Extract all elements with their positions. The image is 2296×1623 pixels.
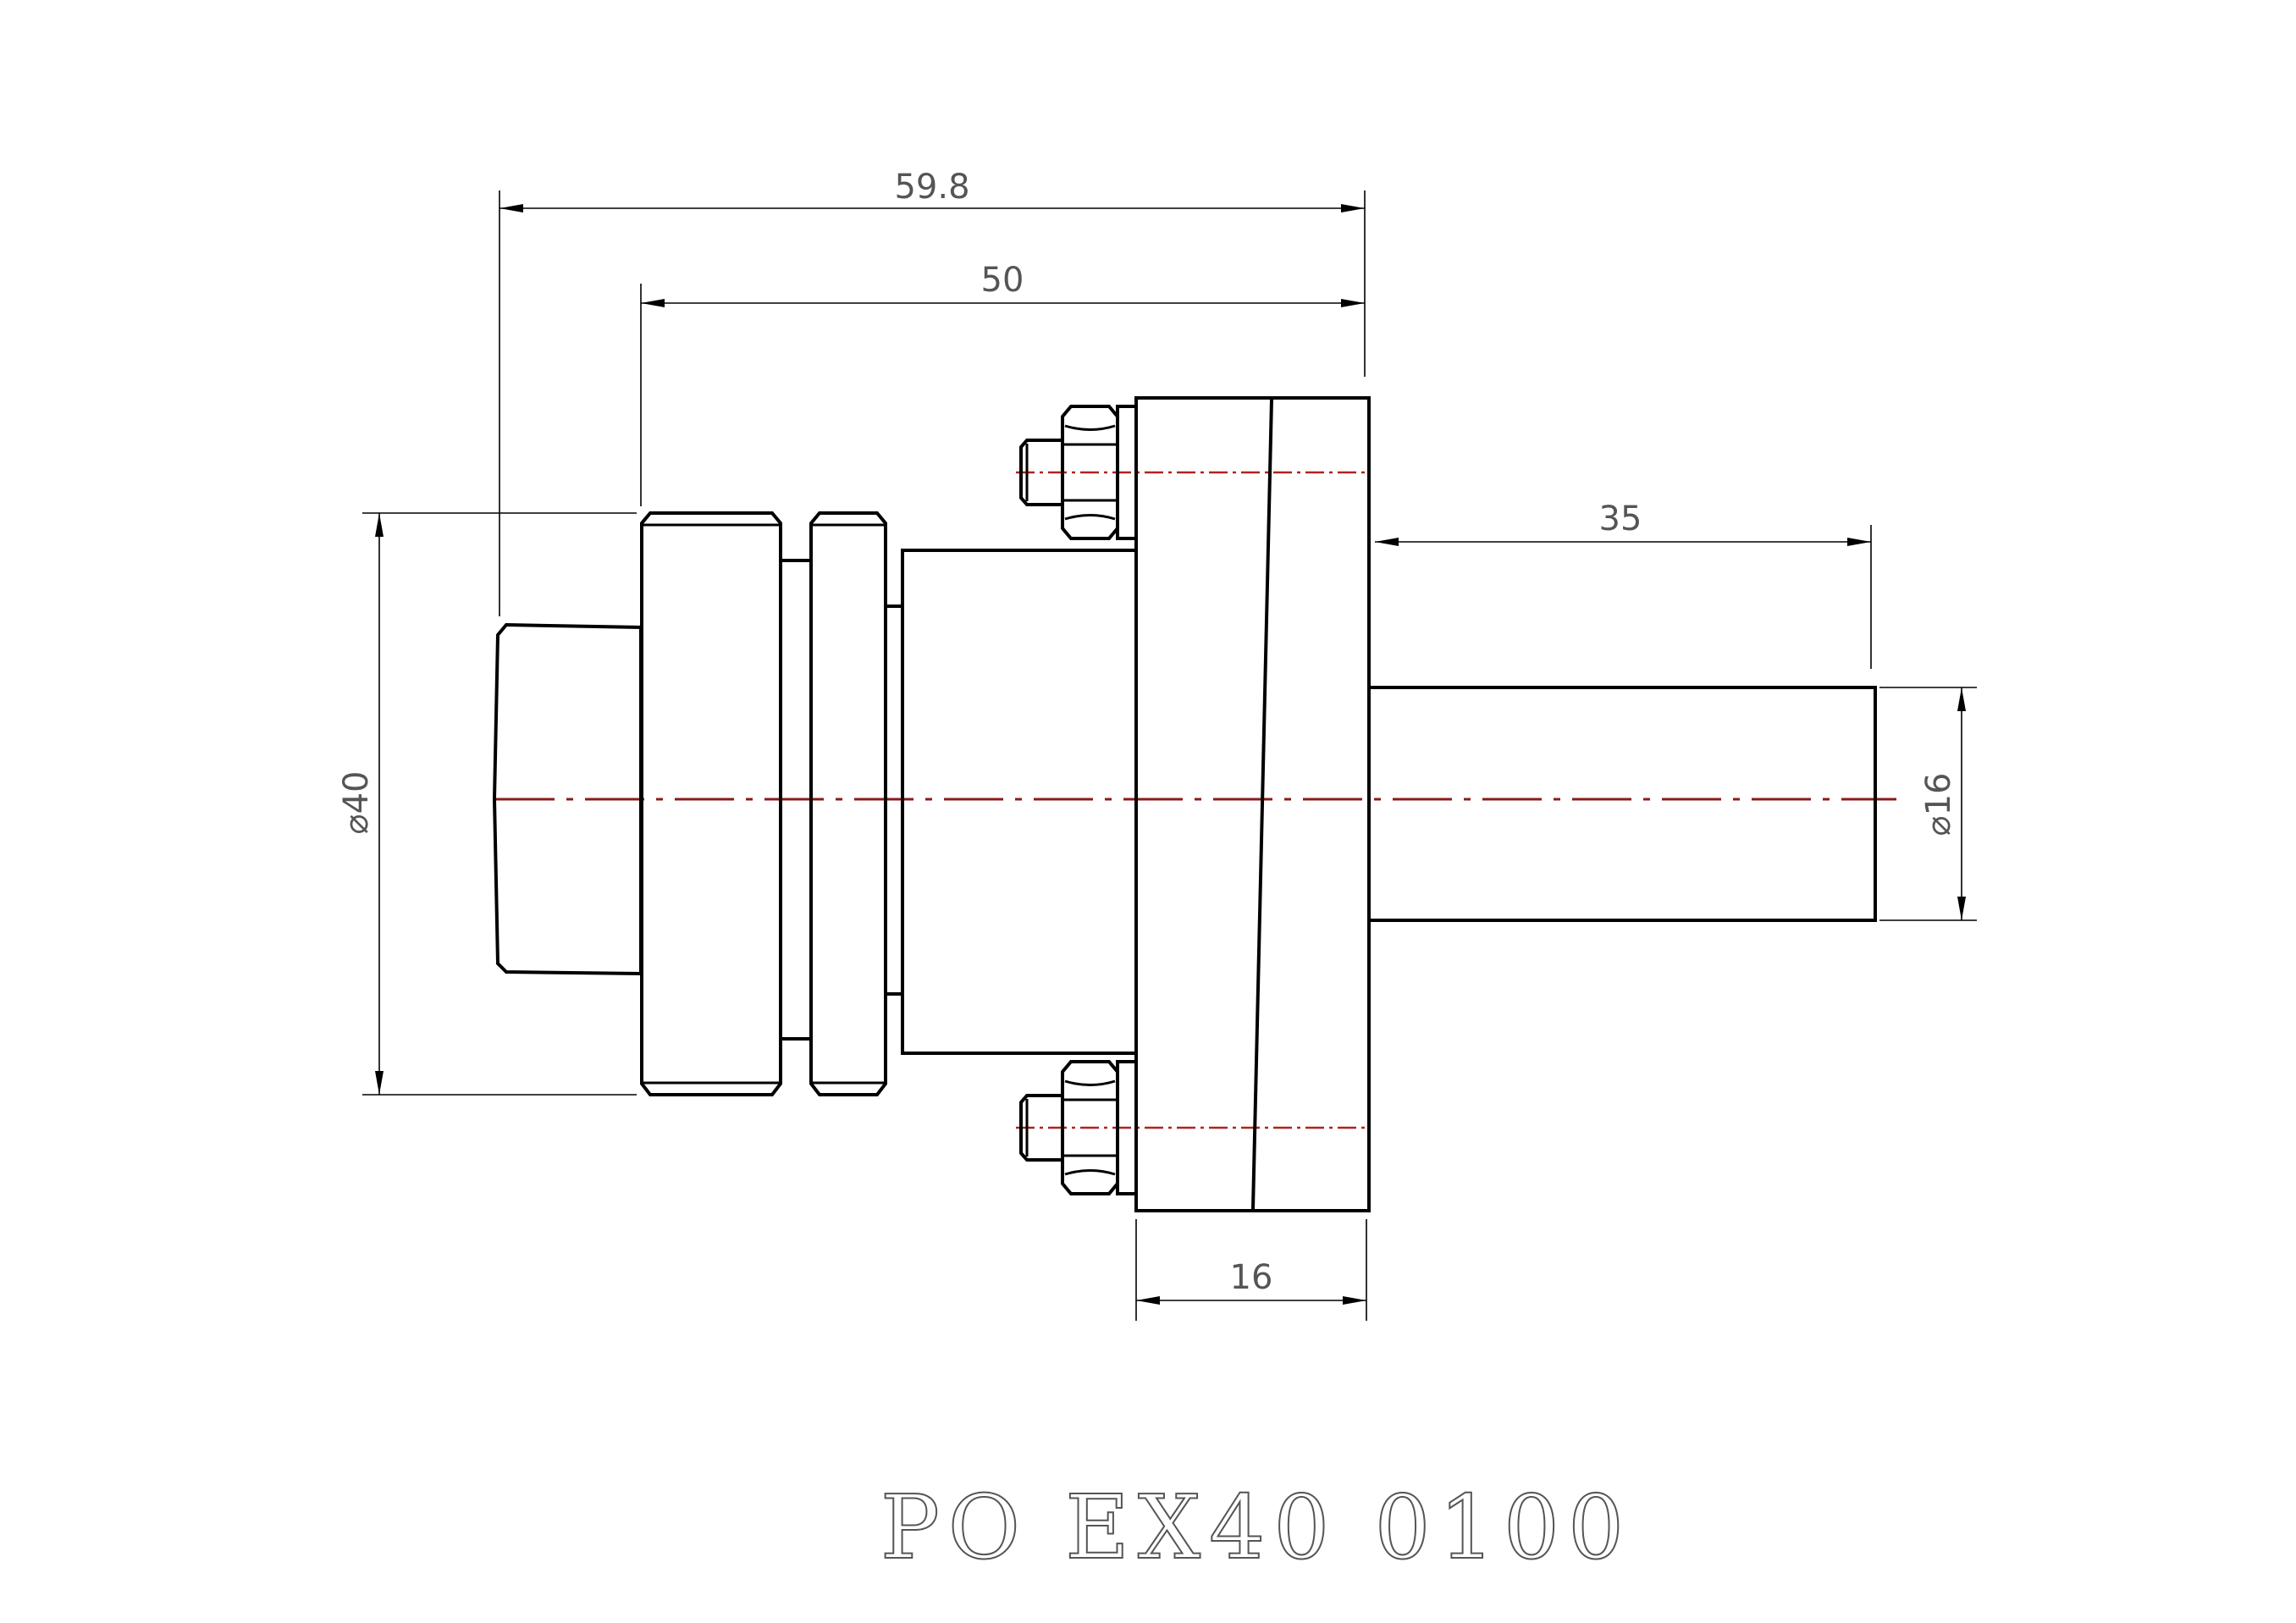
part-number-title: PO EX40 0100 xyxy=(880,1476,1632,1579)
second-ring xyxy=(809,511,887,1096)
flange-thickness-label: 16 xyxy=(1230,1258,1273,1297)
lower-bolt-end xyxy=(1019,1094,1064,1162)
dimension-flange-thickness: 16 xyxy=(1135,1219,1367,1321)
upper-bolt-end xyxy=(1019,439,1064,506)
first-ring xyxy=(640,511,782,1096)
upper-bolt xyxy=(1019,405,1138,540)
shaft-diameter-label: ⌀16 xyxy=(1919,773,1958,836)
body-diameter-label: ⌀40 xyxy=(337,771,376,835)
flange-inner-line xyxy=(1251,399,1273,1210)
dimension-body-length: 50 xyxy=(640,261,1365,506)
dimension-body-diameter: ⌀40 xyxy=(337,512,637,1096)
center-lines xyxy=(495,471,1896,1129)
dimension-shaft-diameter: ⌀16 xyxy=(1879,687,1977,921)
output-shaft xyxy=(1367,686,1877,922)
lower-bolt xyxy=(1019,1060,1138,1195)
dimension-shaft-length: 35 xyxy=(1375,500,1872,669)
flange xyxy=(1134,396,1371,1212)
shaft-length-label: 35 xyxy=(1599,500,1642,538)
dimension-overall-length: 59.8 xyxy=(499,168,1366,616)
body-length-label: 50 xyxy=(981,261,1024,300)
overall-length-label: 59.8 xyxy=(894,168,969,207)
hub-body xyxy=(901,549,1138,1055)
part-outline xyxy=(492,396,1877,1212)
